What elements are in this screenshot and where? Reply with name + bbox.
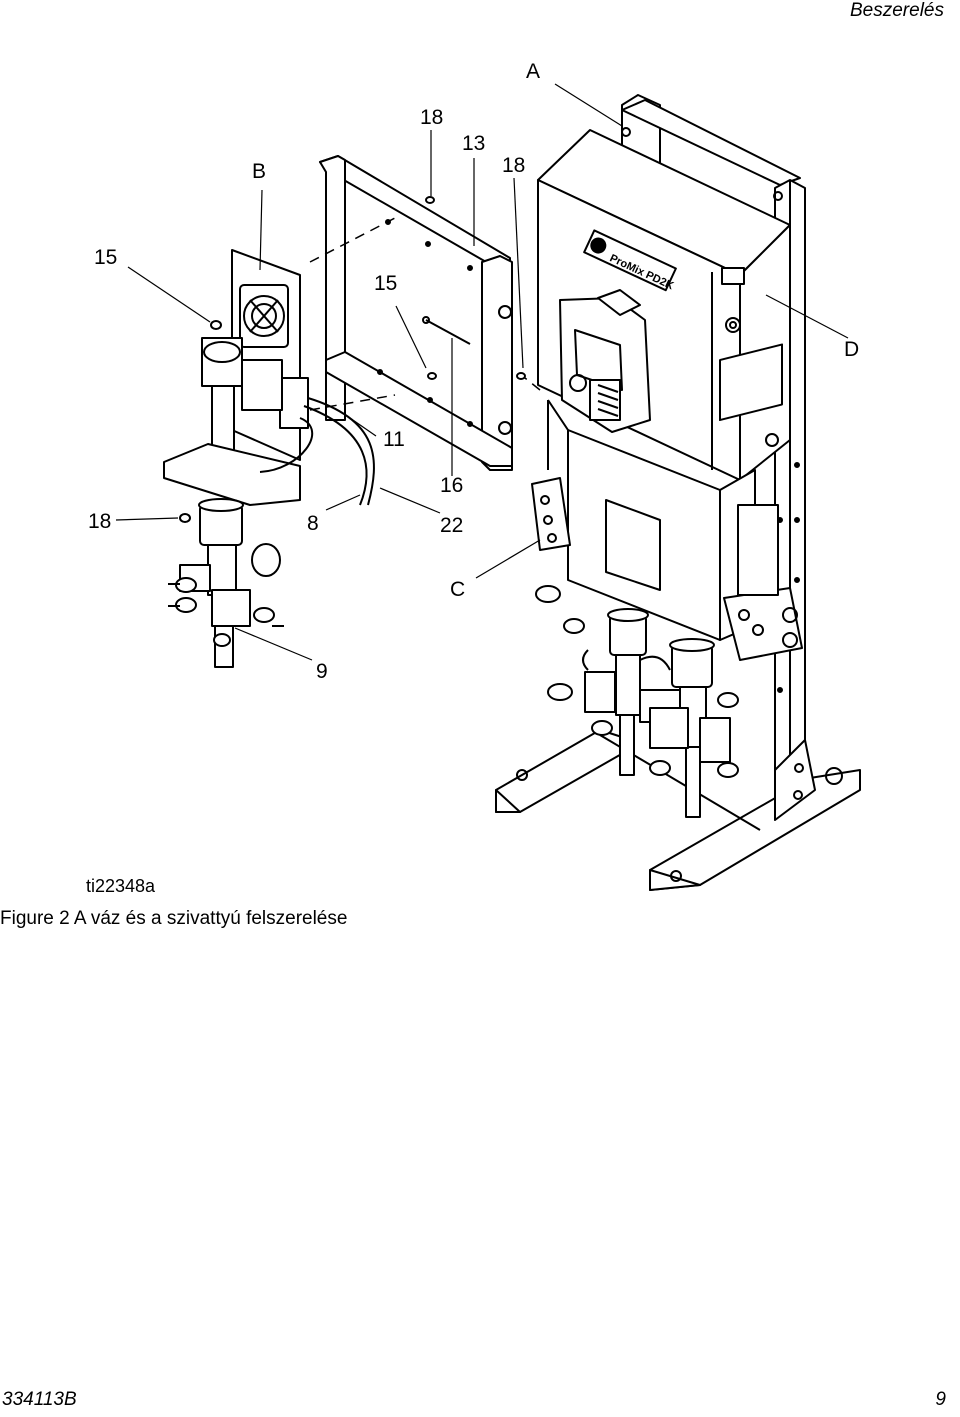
assembly-guide-lines <box>309 217 541 411</box>
callout-9: 9 <box>316 660 328 683</box>
callout-D: D <box>844 338 859 361</box>
callout-B: B <box>252 160 266 183</box>
figure-id-label: ti22348a <box>86 876 156 896</box>
pump-assemblies-right <box>535 585 739 818</box>
control-cabinet: ProMix PD2K <box>531 129 803 661</box>
callout-11: 11 <box>383 428 405 451</box>
callout-A: A <box>526 60 540 83</box>
callout-C: C <box>450 578 465 601</box>
stand-frame <box>495 94 861 891</box>
callout-15-left: 15 <box>94 246 117 269</box>
callout-8: 8 <box>307 512 319 535</box>
document-number: 334113B <box>2 1389 77 1410</box>
callout-18-mid: 18 <box>502 154 525 177</box>
leader-lines <box>115 83 849 661</box>
callout-18-top: 18 <box>420 106 443 129</box>
callout-18-left: 18 <box>88 510 111 533</box>
pump-assembly-left <box>163 249 375 668</box>
callout-16: 16 <box>440 474 463 497</box>
figure-caption: Figure 2 A váz és a szivattyú felszerelé… <box>0 908 348 929</box>
operator-display-module <box>559 289 651 433</box>
callout-15-mid: 15 <box>374 272 397 295</box>
callout-22: 22 <box>440 514 463 537</box>
page-number: 9 <box>935 1389 946 1410</box>
mounting-panel-frame <box>319 155 526 471</box>
callout-13: 13 <box>462 132 485 155</box>
callout-labels: A B 18 13 18 15 15 D 11 16 18 8 22 C 9 <box>88 60 859 683</box>
section-title: Beszerelés <box>850 0 944 21</box>
